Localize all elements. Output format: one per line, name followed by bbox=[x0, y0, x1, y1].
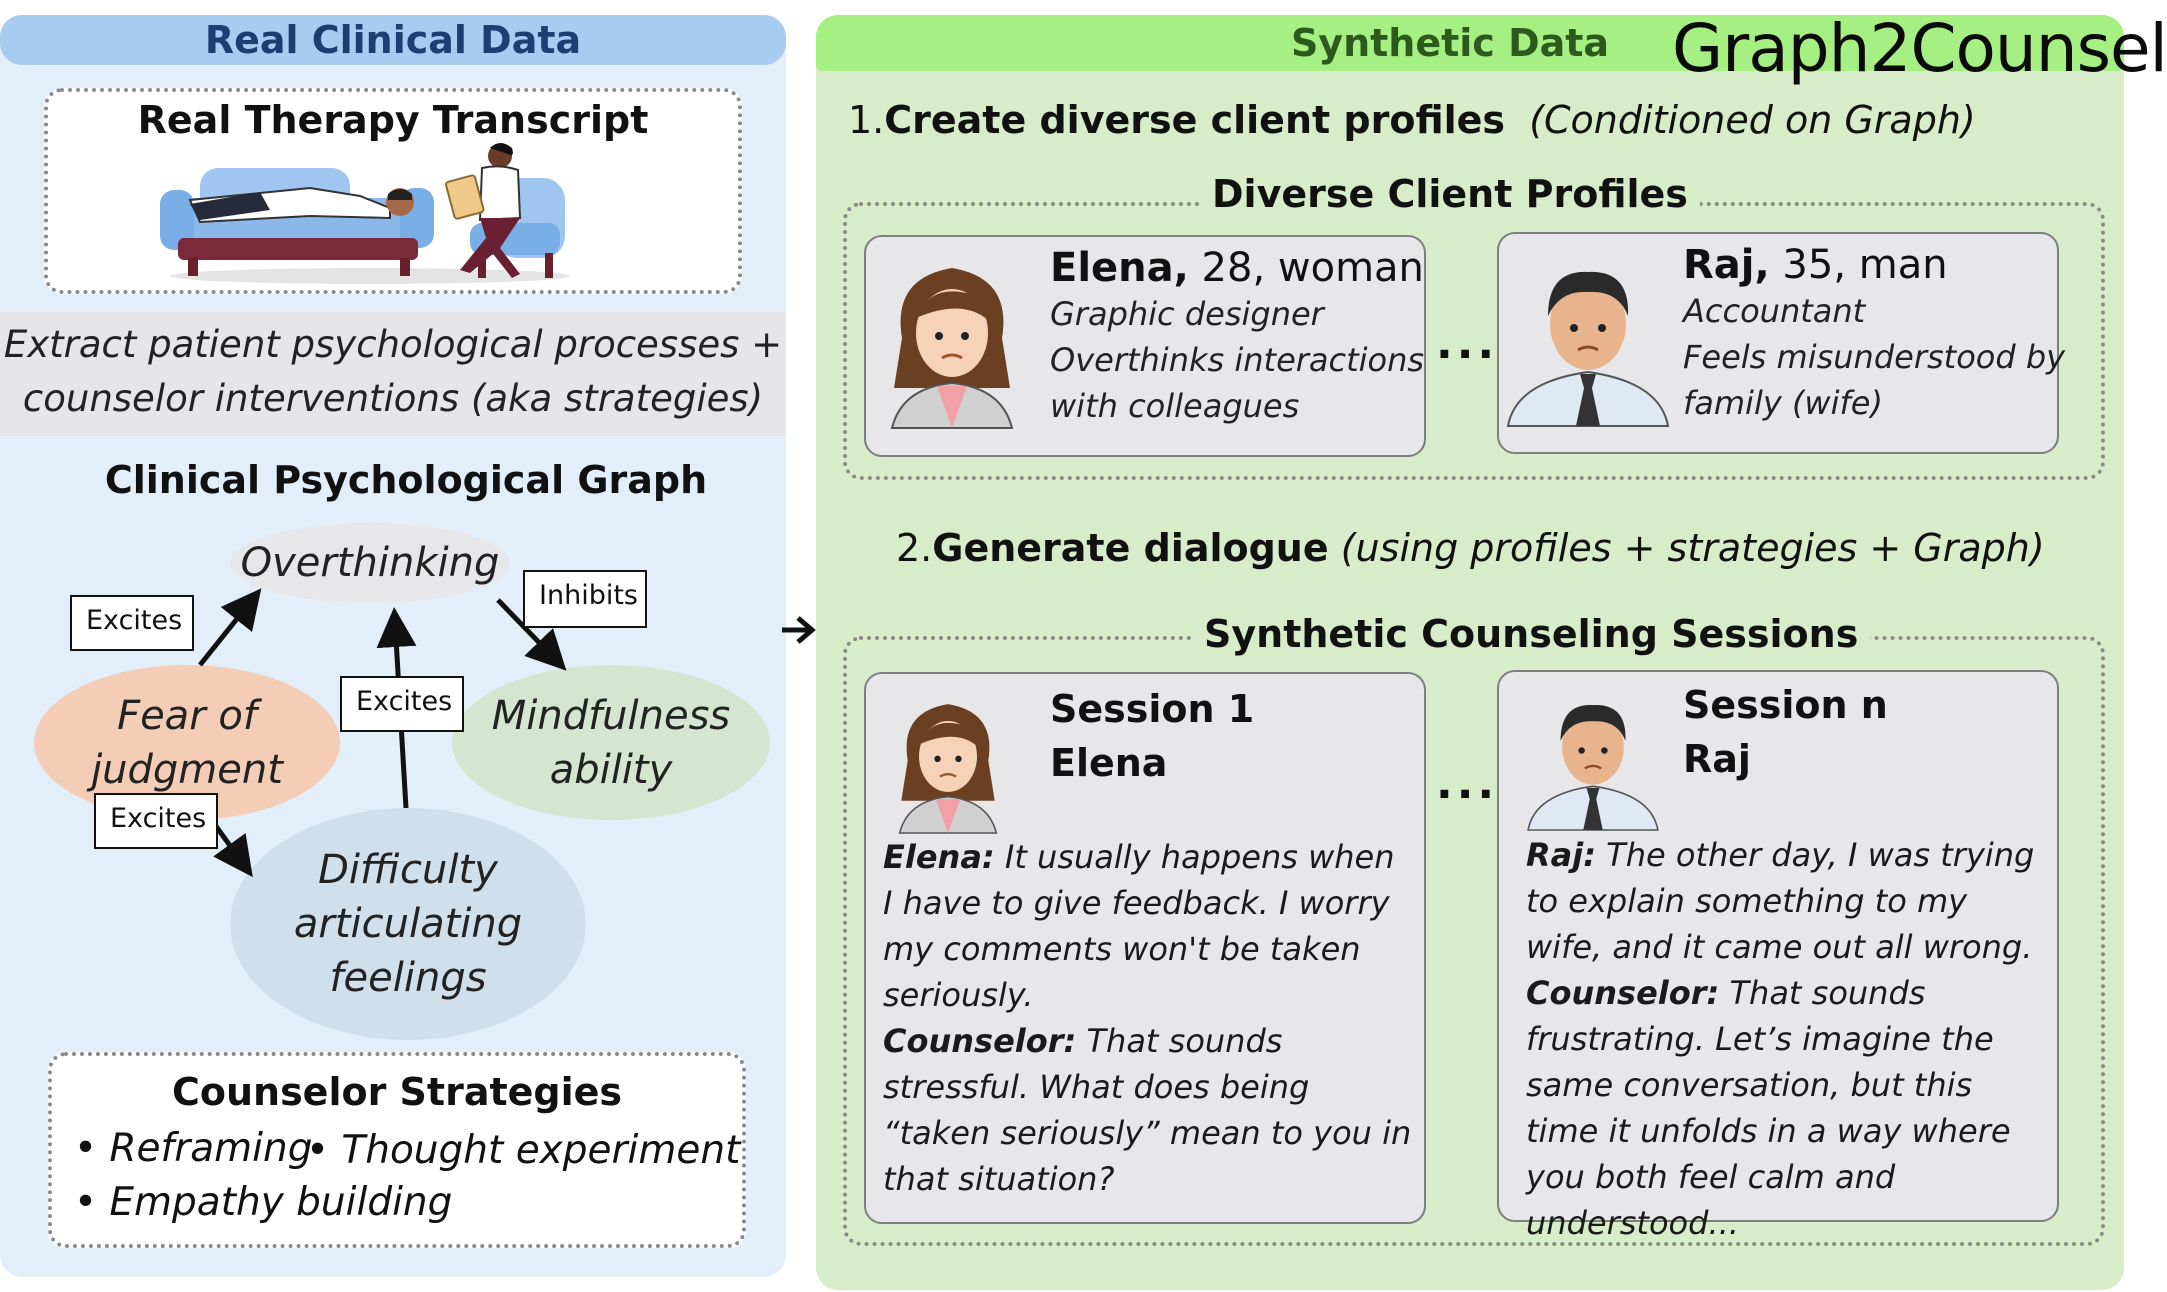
step-2: 2.Generate dialogue (using profiles + st… bbox=[896, 526, 2045, 570]
edge-label-excites-fear-overthinking: Excites bbox=[70, 595, 194, 651]
edge-label-excites-difficulty-overthinking: Excites bbox=[340, 676, 464, 732]
sessions-ellipsis: ... bbox=[1436, 758, 1499, 809]
profiles-title: Diverse Client Profiles bbox=[1200, 172, 1700, 216]
raj-avatar bbox=[1506, 271, 1670, 427]
counselor-strategies-box bbox=[48, 1052, 746, 1248]
elena-avatar bbox=[898, 704, 998, 834]
graph-title: Clinical Psychological Graph bbox=[104, 458, 708, 502]
graph-edges bbox=[198, 588, 567, 878]
transcript-title: Real Therapy Transcript bbox=[137, 98, 649, 142]
profiles-ellipsis: ... bbox=[1436, 318, 1499, 369]
edge-label-excites-fear-difficulty: Excites bbox=[94, 793, 218, 849]
raj-profile-text: Raj, 35, man Accountant Feels misunderst… bbox=[1683, 242, 2066, 422]
counselor-strategies-title: Counselor Strategies bbox=[171, 1070, 623, 1114]
strategy-item: • Reframing bbox=[74, 1126, 313, 1171]
brand-title: Graph2Counsel bbox=[1672, 10, 2167, 87]
edge-label-inhibits: Inhibits bbox=[523, 570, 647, 628]
synthetic-data-header-bar bbox=[816, 15, 2124, 71]
session-1-dialogue: Elena: It usually happens when I have to… bbox=[883, 838, 1412, 1198]
extract-line-2: counselor interventions (aka strategies) bbox=[22, 377, 764, 420]
raj-avatar bbox=[1527, 705, 1659, 831]
synthetic-data-header: Synthetic Data bbox=[1290, 21, 1610, 65]
therapy-session-illustration bbox=[160, 143, 570, 284]
real-clinical-data-header: Real Clinical Data bbox=[0, 15, 786, 65]
elena-profile-text: Elena, 28, woman Graphic designer Overth… bbox=[1050, 245, 1425, 425]
session-n-header: Session n Raj bbox=[1683, 683, 1888, 781]
edge-arrow-fear-to-overthinking bbox=[198, 588, 262, 667]
session-1-header: Session 1 Elena bbox=[1050, 687, 1255, 785]
elena-avatar bbox=[890, 268, 1014, 429]
extract-line-1: Extract patient psychological processes … bbox=[3, 323, 783, 366]
strategy-item: • Thought experiment bbox=[306, 1128, 741, 1173]
strategy-item: • Empathy building bbox=[74, 1180, 453, 1225]
step-1: 1.Create diverse client profiles (Condit… bbox=[848, 98, 1976, 142]
sessions-title: Synthetic Counseling Sessions bbox=[1192, 612, 1871, 656]
edge-arrow-overthinking-to-mindfulness bbox=[496, 598, 567, 671]
session-n-dialogue: Raj: The other day, I was trying to expl… bbox=[1526, 836, 2035, 1242]
flow-arrow-icon bbox=[782, 616, 816, 644]
node-overthinking: Overthinking bbox=[230, 523, 510, 603]
extract-instructions: Extract patient psychological processes … bbox=[0, 318, 786, 426]
extract-strip bbox=[0, 312, 786, 436]
